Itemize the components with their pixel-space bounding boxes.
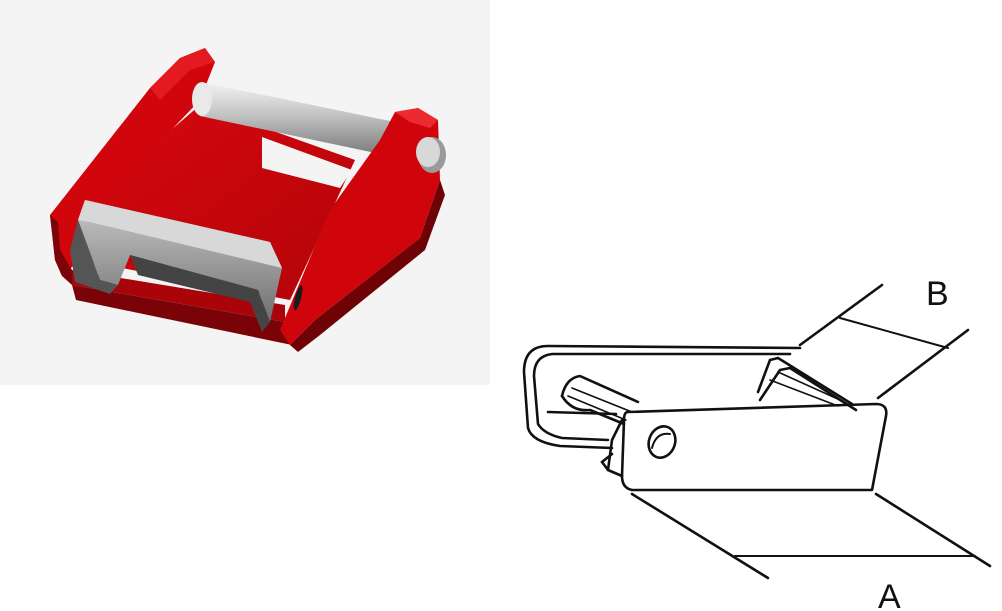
front-side-plate [600,402,888,492]
back-side-plate [522,344,802,450]
coupler-render [50,48,446,352]
rear-slot [262,137,352,188]
front-hook-bar [70,200,282,332]
pin-hole [647,425,677,459]
base-plate [72,270,292,345]
cross-pin [192,82,395,155]
pin-shaft [560,374,640,426]
dimension-a-lines [630,492,992,580]
coupler-render-panel [0,0,490,385]
right-side-plate [280,108,445,352]
dimension-b-lines [798,283,970,400]
pin-end-cap [416,137,446,173]
dimension-label-a: A [878,578,901,611]
rear-latch [756,356,858,412]
dimension-label-b: B [926,275,949,313]
